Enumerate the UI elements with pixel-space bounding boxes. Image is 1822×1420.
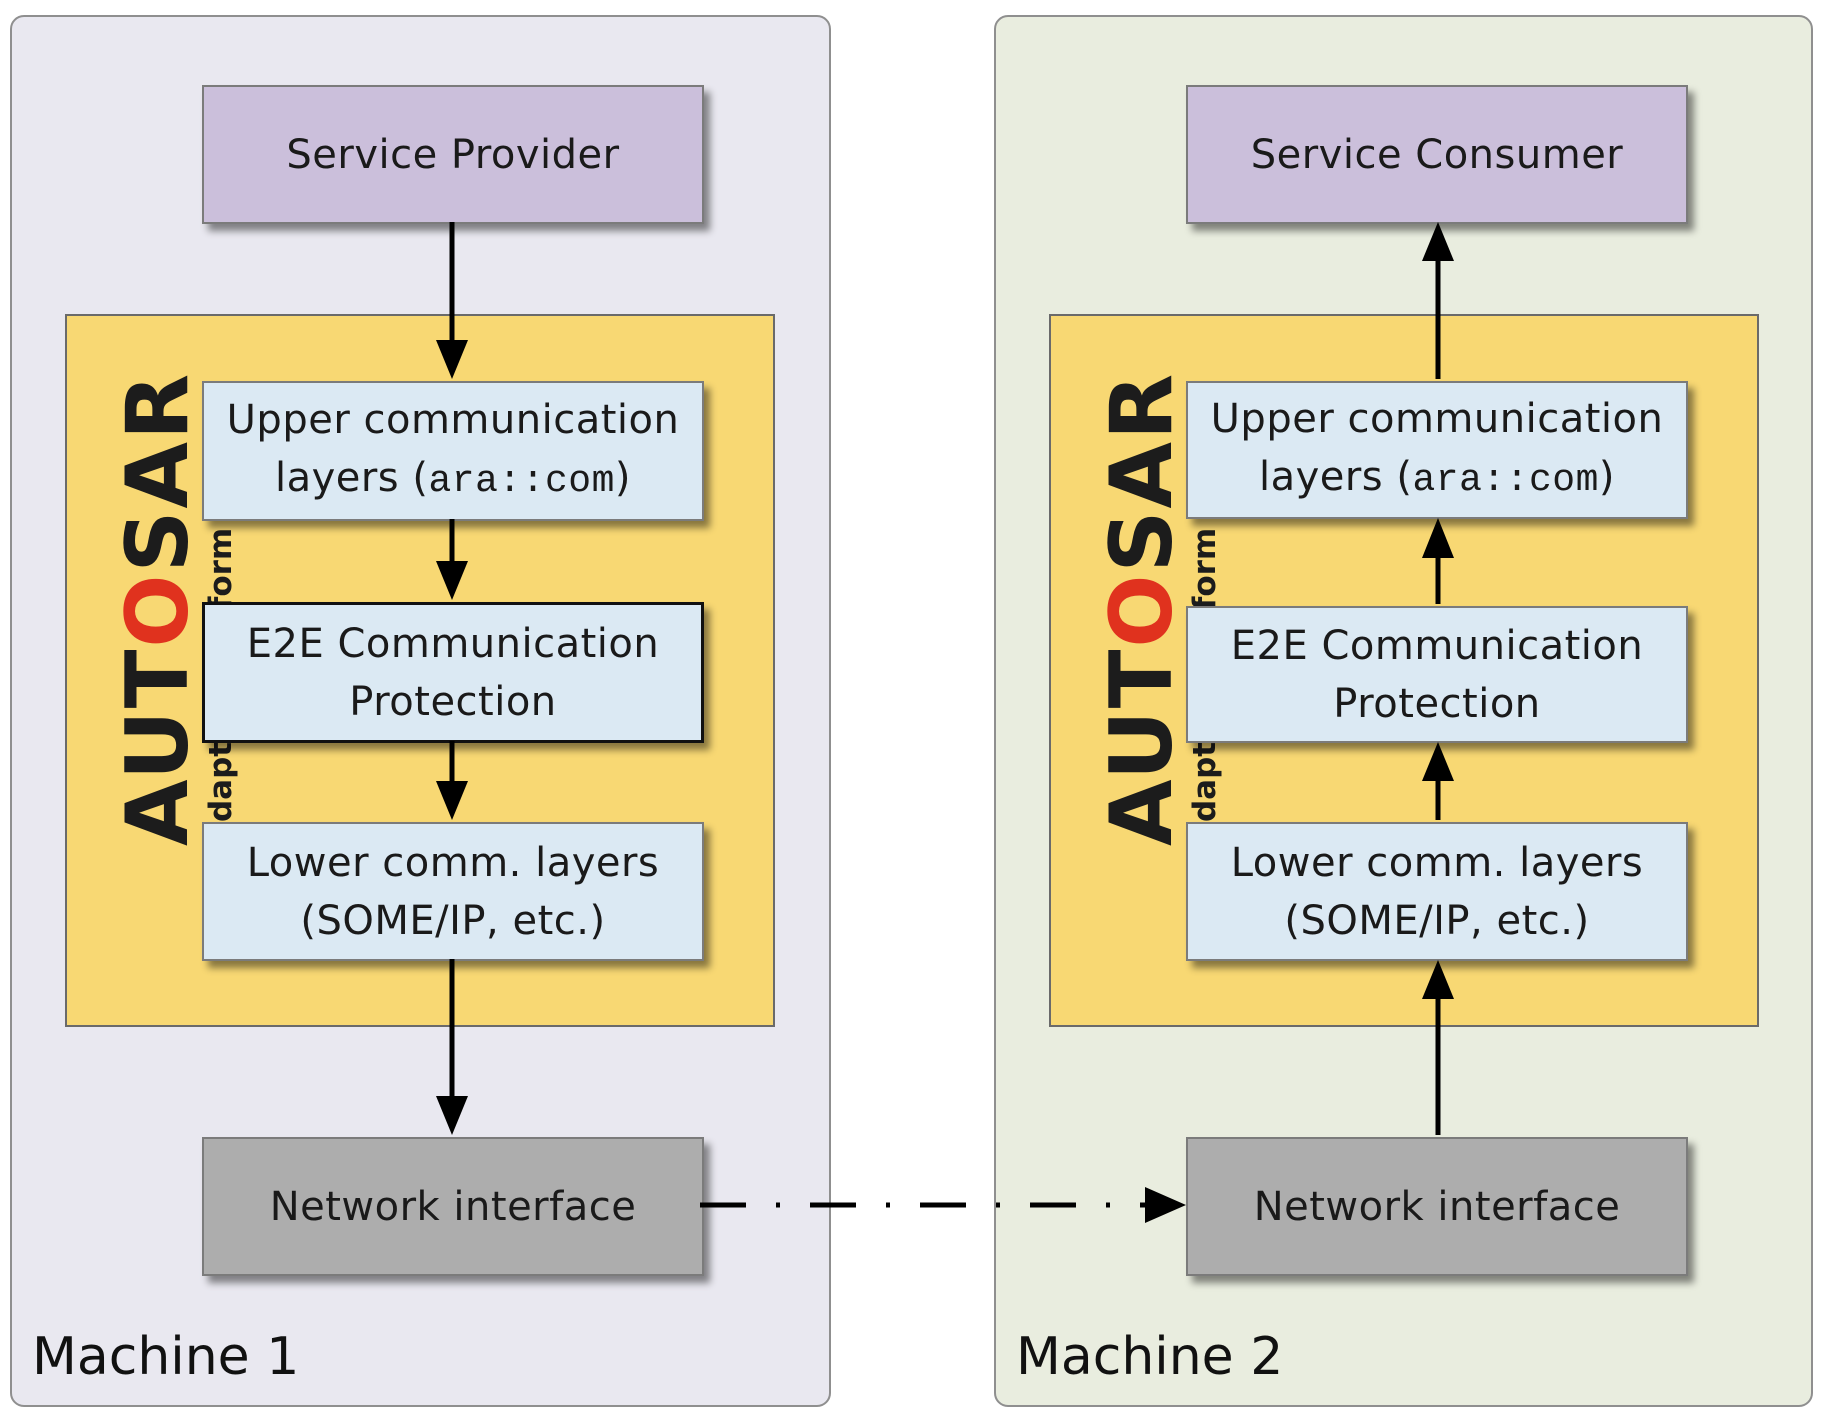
upper-layers-line1: Upper communication xyxy=(1210,396,1664,442)
lower-layers-line2: (SOME/IP, etc.) xyxy=(300,897,606,944)
e2e-line1: E2E Communication xyxy=(246,620,660,667)
service-provider-label: Service Provider xyxy=(286,131,620,178)
autosar-logo-text-start: AUT xyxy=(1092,648,1192,846)
network-interface-box: Network interface xyxy=(202,1137,704,1276)
ara-com-code: ara::com xyxy=(428,460,615,503)
ara-com-code: ara::com xyxy=(1412,459,1599,502)
e2e-line2: Protection xyxy=(1333,680,1541,727)
svg-text:AUTOSAR: AUTOSAR xyxy=(1092,372,1192,846)
network-interface-box: Network interface xyxy=(1186,1137,1688,1276)
autosar-logo-o: O xyxy=(1092,572,1192,647)
upper-layers-line1: Upper communication xyxy=(226,397,680,443)
lower-layers-line1: Lower comm. layers xyxy=(1230,839,1644,886)
upper-layers-line2-suffix: ) xyxy=(614,455,632,501)
autosar-logo-text-start: AUT xyxy=(108,648,208,846)
lower-communication-layers-box: Lower comm. layers (SOME/IP, etc.) xyxy=(202,822,704,961)
e2e-line1: E2E Communication xyxy=(1230,622,1644,669)
machine-1-label: Machine 1 xyxy=(32,1327,300,1387)
lower-communication-layers-box: Lower comm. layers (SOME/IP, etc.) xyxy=(1186,822,1688,961)
autosar-logo-text-end: SAR xyxy=(108,372,208,573)
machine-2-container: AUTOSAR Adaptive Platform Service Consum… xyxy=(994,15,1813,1407)
upper-communication-layers-box: Upper communication layers (ara::com) xyxy=(1186,381,1688,519)
lower-layers-line2: (SOME/IP, etc.) xyxy=(1284,897,1590,944)
e2e-protection-box: E2E Communication Protection xyxy=(202,602,704,743)
e2e-protection-box: E2E Communication Protection xyxy=(1186,606,1688,743)
network-interface-label: Network interface xyxy=(1253,1183,1621,1230)
machine-2-label: Machine 2 xyxy=(1016,1327,1284,1387)
lower-layers-line1: Lower comm. layers xyxy=(246,839,660,886)
service-consumer-label: Service Consumer xyxy=(1250,131,1624,178)
service-provider-box: Service Provider xyxy=(202,85,704,224)
upper-layers-line2-suffix: ) xyxy=(1598,454,1616,500)
upper-layers-line2-prefix: layers ( xyxy=(1258,454,1413,500)
machine-1-container: AUTOSAR Adaptive Platform Service Provid… xyxy=(10,15,831,1407)
autosar-logo-text-end: SAR xyxy=(1092,372,1192,573)
network-interface-label: Network interface xyxy=(269,1183,637,1230)
autosar-logo-o: O xyxy=(108,572,208,647)
upper-communication-layers-box: Upper communication layers (ara::com) xyxy=(202,381,704,521)
upper-layers-line2-prefix: layers ( xyxy=(274,455,429,501)
e2e-line2: Protection xyxy=(349,678,557,725)
service-consumer-box: Service Consumer xyxy=(1186,85,1688,224)
svg-text:AUTOSAR: AUTOSAR xyxy=(108,372,208,846)
